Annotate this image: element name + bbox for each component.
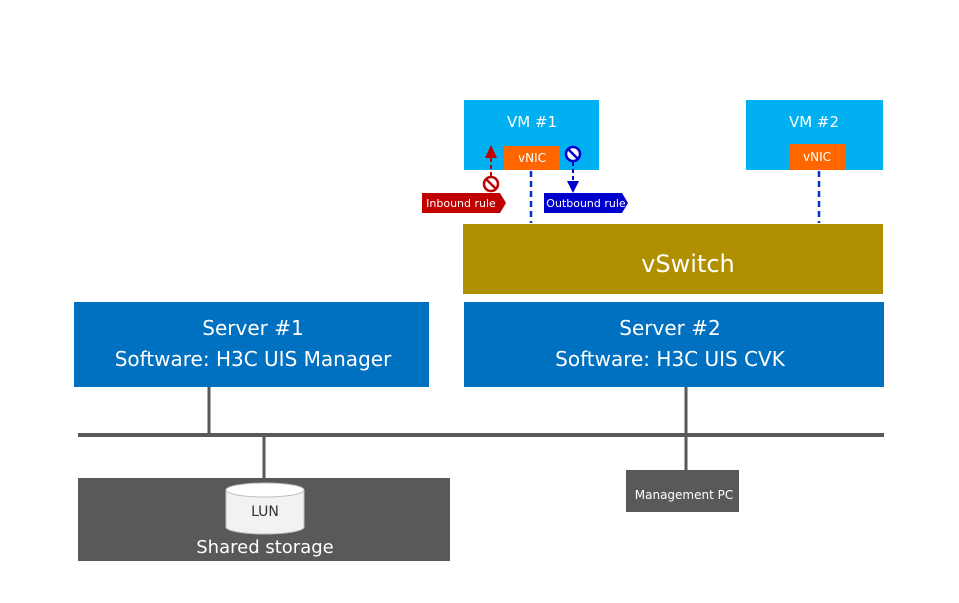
server1-box: Server #1 Software: H3C UIS Manager	[74, 302, 429, 387]
vm1-vnic-label: vNIC	[518, 151, 546, 165]
vm1-vnic: vNIC	[504, 146, 560, 170]
shared-storage-label: Shared storage	[196, 537, 333, 558]
server1-software: Software: H3C UIS Manager	[115, 347, 392, 371]
vswitch-box: vSwitch	[463, 224, 883, 294]
server1-title: Server #1	[202, 316, 303, 340]
lun-cylinder-icon	[225, 482, 305, 535]
arrow-down-icon	[567, 181, 579, 193]
vm2-vnic-label: vNIC	[803, 150, 831, 164]
no-entry-icon	[482, 175, 500, 193]
outbound-rule-text: Outbound rule	[546, 197, 626, 210]
no-entry-icon	[564, 145, 582, 163]
vm2-title: VM #2	[789, 113, 839, 131]
shared-storage-box: LUN Shared storage	[78, 478, 450, 561]
lun-label: LUN	[251, 504, 279, 520]
vswitch-label: vSwitch	[641, 250, 735, 278]
inbound-rule-text: Inbound rule	[426, 197, 496, 210]
inbound-rule-label: Inbound rule	[422, 193, 506, 213]
vm2-vnic: vNIC	[789, 144, 845, 170]
management-pc-label: Management PC	[635, 488, 733, 502]
server2-software: Software: H3C UIS CVK	[555, 347, 786, 371]
server2-box: Server #2 Software: H3C UIS CVK	[464, 302, 884, 387]
server2-title: Server #2	[619, 316, 720, 340]
arrow-up-icon	[485, 145, 497, 158]
outbound-rule-label: Outbound rule	[544, 193, 628, 213]
vm1-title: VM #1	[507, 113, 557, 131]
management-pc-box: Management PC	[626, 470, 739, 512]
